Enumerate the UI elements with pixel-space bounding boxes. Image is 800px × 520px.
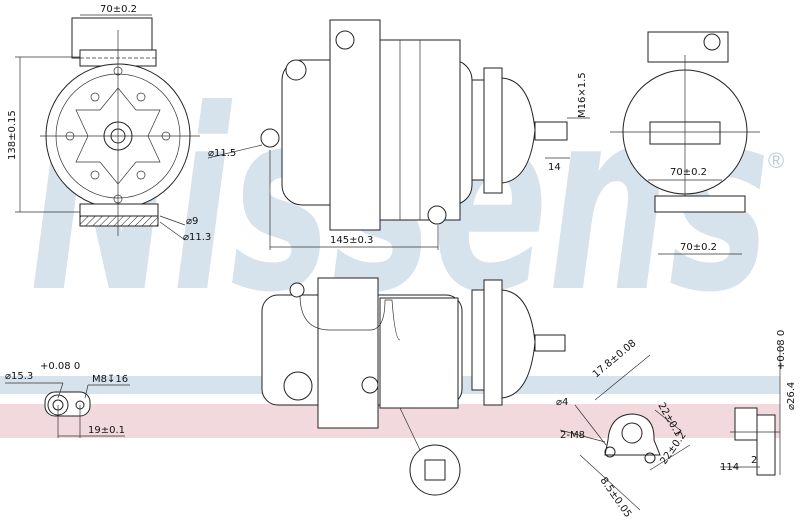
dim-port-right-thread: 2-M8 [560, 430, 585, 441]
dim-fitting-length: 114 [720, 462, 739, 473]
port-left-detail [5, 382, 130, 438]
dim-fitting-step: 2 [751, 455, 757, 466]
side-view-top [260, 19, 590, 250]
dim-body-length: 145±0.3 [330, 235, 373, 246]
rear-view [610, 31, 760, 255]
dim-port-left-tol: +0.08 0 [40, 361, 80, 372]
dim-thread: M16×1.5 [577, 72, 588, 118]
dim-front-width: 70±0.2 [100, 4, 137, 15]
port-right-detail [559, 354, 691, 511]
side-view-bottom [261, 277, 566, 496]
dim-front-height: 138±0.15 [7, 110, 18, 160]
dim-port-right-hole: ⌀4 [556, 397, 568, 408]
dim-mount-hole-small: ⌀9 [186, 216, 198, 227]
dim-shaft-length: 14 [548, 162, 561, 173]
dim-rear-width-1: 70±0.2 [670, 167, 707, 178]
dim-rear-width-2: 70±0.2 [680, 242, 717, 253]
dim-port-left-thread: M8↧16 [92, 374, 128, 385]
front-view [15, 14, 200, 236]
dim-port-left-spacing: 19±0.1 [88, 425, 125, 436]
dim-port-right-85: 8.5±0.05 [598, 475, 634, 519]
dim-side-hole: ⌀11.5 [208, 148, 236, 159]
dim-port-left-diameter: ⌀15.3 [5, 371, 33, 382]
registered-mark: ® [768, 148, 784, 173]
dim-fitting-diameter: ⌀26.4 [786, 382, 797, 410]
dim-mount-hole-large: ⌀11.3 [183, 232, 211, 243]
dim-fitting-tol: +0.08 0 [776, 330, 787, 370]
fitting-detail [720, 345, 781, 476]
